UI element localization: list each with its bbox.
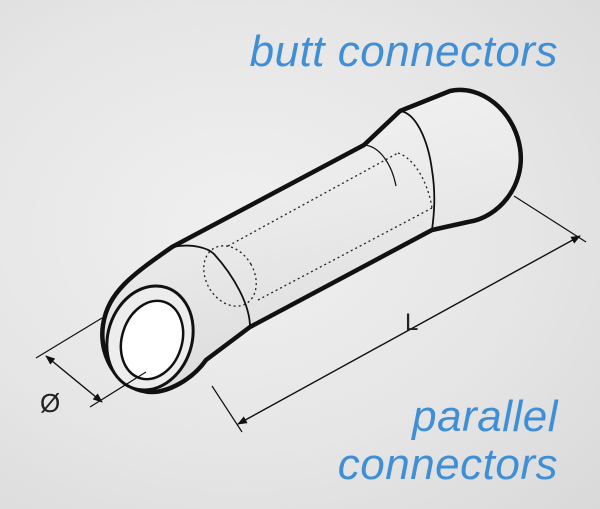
right-cap-inner-line: [363, 144, 397, 187]
barrel-mouth-inner: [119, 299, 185, 381]
diameter-dimension-line: [45, 355, 103, 403]
length-label: L: [405, 309, 418, 336]
title-butt-connectors: butt connectors: [249, 27, 558, 76]
length-dimension-line: [237, 235, 581, 425]
title-parallel-line2: connectors: [337, 439, 558, 489]
inner-sleeve-hidden-top: [227, 152, 399, 247]
right-cap-seam: [399, 110, 436, 231]
inner-sleeve-hidden-right-end: [397, 152, 433, 209]
diameter-label: Ø: [40, 388, 60, 418]
length-extension-right: [513, 195, 587, 243]
diameter-extension-top: [35, 317, 103, 359]
length-extension-left: [211, 385, 243, 433]
